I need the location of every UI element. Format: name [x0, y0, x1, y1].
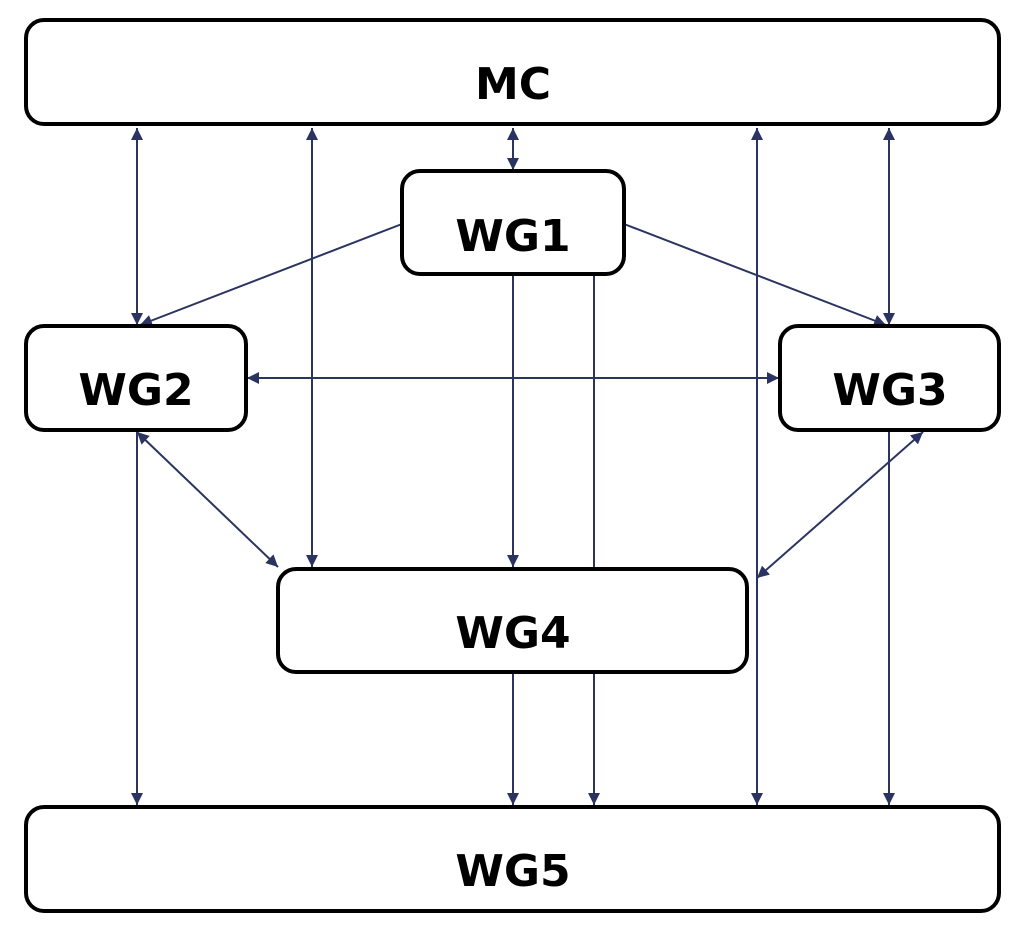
node-wg2-label: WG2 [78, 365, 193, 416]
node-wg3-label: WG3 [832, 365, 947, 416]
edge-wg1-wg3 [623, 223, 887, 327]
edge-wg2-wg4 [136, 431, 279, 568]
edge-wg1-wg2 [139, 223, 403, 327]
node-wg5: WG5 [24, 805, 1001, 913]
node-wg4: WG4 [276, 567, 749, 674]
edge-wg3-wg4 [756, 431, 924, 579]
node-mc-label: MC [475, 59, 551, 110]
node-mc: MC [24, 18, 1001, 126]
node-wg4-label: WG4 [455, 608, 570, 659]
node-wg3: WG3 [778, 324, 1001, 432]
node-wg5-label: WG5 [455, 846, 570, 897]
node-wg1-label: WG1 [455, 211, 570, 262]
edges-layer [131, 128, 924, 805]
node-wg1: WG1 [400, 169, 626, 276]
node-wg2: WG2 [24, 324, 248, 432]
